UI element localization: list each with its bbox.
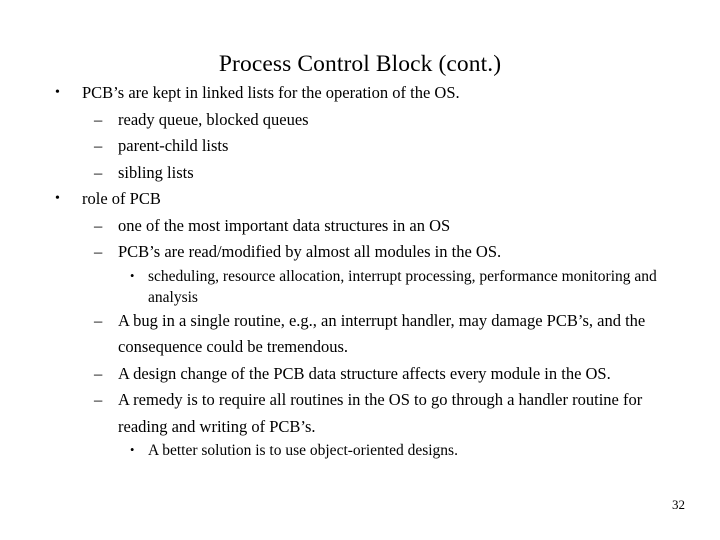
bullet-text: A remedy is to require all routines in t… — [118, 390, 643, 436]
bullet-item-level-3: • scheduling, resource allocation, interr… — [0, 266, 720, 308]
bullet-text: PCB’s are read/modified by almost all mo… — [118, 242, 502, 261]
bullet-item-level-3: • A better solution is to use object-orie… — [0, 440, 720, 461]
bullet-marker-icon: • — [55, 191, 60, 206]
dash-marker-icon: – — [94, 242, 103, 261]
bullet-marker-icon: • — [55, 85, 60, 100]
dash-marker-icon: – — [94, 363, 103, 383]
bullet-item-level-2: –one of the most important data structur… — [0, 213, 720, 240]
bullet-item-level-1: • PCB’s are kept in linked lists for the … — [0, 80, 720, 107]
bullet-text: sibling lists — [118, 162, 194, 182]
bullet-item-level-2: –A design change of the PCB data structu… — [0, 361, 720, 388]
bullet-marker-icon: • — [130, 443, 135, 457]
dash-marker-icon: – — [94, 215, 103, 235]
bullet-text: A better solution is to use object-orien… — [148, 442, 458, 459]
page-number: 32 — [672, 497, 685, 512]
dash-marker-icon: – — [94, 109, 103, 129]
bullet-text: PCB’s are kept in linked lists for the o… — [82, 83, 460, 102]
bullet-item-level-2: –sibling lists — [0, 160, 720, 187]
bullet-text: ready queue, blocked queues — [118, 109, 309, 129]
bullet-text: A design change of the PCB data structur… — [118, 363, 611, 383]
dash-marker-icon: – — [94, 162, 103, 182]
bullet-marker-icon: • — [130, 268, 135, 283]
bullet-text: parent-child lists — [118, 136, 229, 155]
bullet-item-level-2: –parent-child lists — [0, 133, 720, 160]
bullet-item-level-2: –A remedy is to require all routines in … — [0, 387, 720, 440]
bullet-item-level-2: –A bug in a single routine, e.g., an int… — [0, 308, 720, 361]
bullet-text: A bug in a single routine, e.g., an inte… — [118, 310, 646, 357]
dash-marker-icon: – — [94, 310, 103, 330]
bullet-item-level-1: • role of PCB — [0, 186, 720, 213]
bullet-item-level-2: –ready queue, blocked queues — [0, 107, 720, 134]
dash-marker-icon: – — [94, 390, 103, 409]
slide-body-content: • PCB’s are kept in linked lists for the … — [0, 80, 720, 461]
bullet-item-level-2: –PCB’s are read/modified by almost all m… — [0, 239, 720, 266]
bullet-text: one of the most important data structure… — [118, 215, 451, 235]
page-title: Process Control Block (cont.) — [218, 50, 502, 77]
bullet-text: scheduling, resource allocation, interru… — [148, 267, 657, 306]
bullet-text: role of PCB — [82, 189, 161, 208]
dash-marker-icon: – — [94, 136, 103, 155]
